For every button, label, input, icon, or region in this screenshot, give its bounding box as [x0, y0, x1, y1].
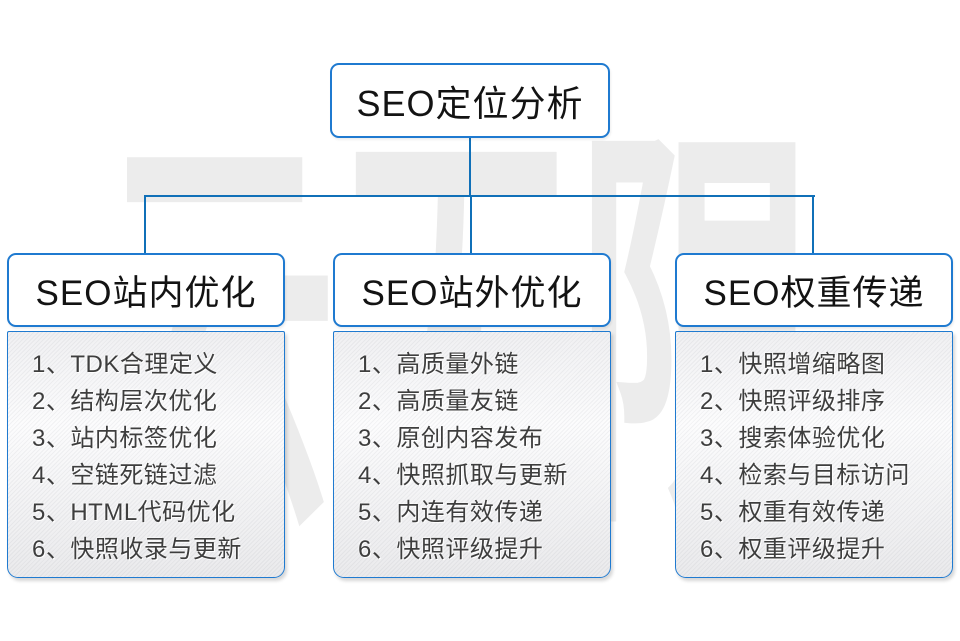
list-item: 2、结构层次优化: [32, 388, 218, 415]
root-node-label: SEO定位分析: [356, 82, 584, 124]
list-item: 2、快照评级排序: [700, 388, 886, 415]
list-item: 1、TDK合理定义: [32, 351, 218, 378]
connector-horizontal: [144, 195, 815, 197]
column-header-weight: SEO权重传递: [675, 253, 953, 327]
connector-root-vertical: [469, 137, 471, 196]
column-header-onsite: SEO站内优化: [7, 253, 285, 327]
root-node: SEO定位分析: [330, 63, 610, 138]
column-header-label: SEO站外优化: [361, 273, 583, 313]
item-list: 1、高质量外链 2、高质量友链 3、原创内容发布 4、快照抓取与更新 5、内连有效传递 6…: [334, 332, 610, 568]
column-header-label: SEO站内优化: [35, 273, 257, 313]
connector-drop-right: [812, 195, 814, 253]
list-item: 3、站内标签优化: [32, 425, 218, 452]
item-list: 1、快照增缩略图 2、快照评级排序 3、搜索体验优化 4、检索与目标访问 5、权重有效传…: [676, 332, 952, 568]
connector-drop-center: [470, 195, 472, 253]
column-list-offsite: 1、高质量外链 2、高质量友链 3、原创内容发布 4、快照抓取与更新 5、内连有效传递 6…: [333, 331, 611, 578]
column-header-offsite: SEO站外优化: [333, 253, 611, 327]
column-list-weight: 1、快照增缩略图 2、快照评级排序 3、搜索体验优化 4、检索与目标访问 5、权重有效传…: [675, 331, 953, 578]
list-item: 5、内连有效传递: [358, 499, 544, 526]
connector-drop-left: [144, 195, 146, 253]
list-item: 1、快照增缩略图: [700, 351, 886, 378]
list-item: 5、HTML代码优化: [32, 499, 236, 526]
list-item: 5、权重有效传递: [700, 499, 886, 526]
column-header-label: SEO权重传递: [703, 273, 925, 313]
item-list: 1、TDK合理定义 2、结构层次优化 3、站内标签优化 4、空链死链过滤 5、HTML代…: [8, 332, 284, 568]
list-item: 4、空链死链过滤: [32, 462, 218, 489]
list-item: 3、搜索体验优化: [700, 425, 886, 452]
list-item: 1、高质量外链: [358, 351, 519, 378]
list-item: 6、权重评级提升: [700, 536, 886, 563]
list-item: 6、快照评级提升: [358, 536, 544, 563]
list-item: 3、原创内容发布: [358, 425, 544, 452]
list-item: 2、高质量友链: [358, 388, 519, 415]
column-list-onsite: 1、TDK合理定义 2、结构层次优化 3、站内标签优化 4、空链死链过滤 5、HTML代…: [7, 331, 285, 578]
list-item: 6、快照收录与更新: [32, 536, 242, 563]
list-item: 4、检索与目标访问: [700, 462, 910, 489]
list-item: 4、快照抓取与更新: [358, 462, 568, 489]
